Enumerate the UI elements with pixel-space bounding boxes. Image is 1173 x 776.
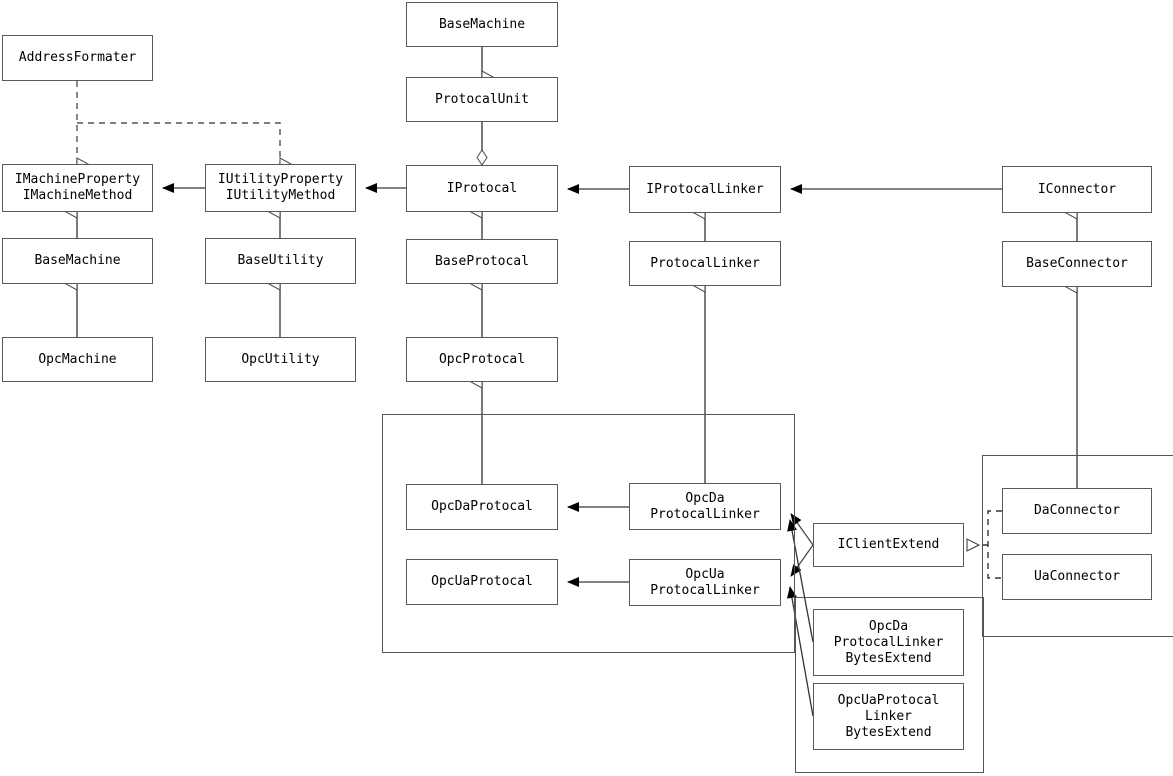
class-label: IConnector (1037, 181, 1117, 197)
class-label: OpcUaProtocal Linker BytesExtend (837, 692, 940, 740)
class-label: UaConnector (1033, 569, 1121, 584)
class-opcda-protocal-linker[interactable]: OpcDa ProtocalLinker (629, 483, 781, 530)
class-label: ProtocalLinker (650, 255, 760, 271)
class-label: OpcUa ProtocalLinker (650, 566, 760, 598)
class-label: IClientExtend (837, 537, 940, 552)
group-connectors (982, 455, 1173, 637)
class-iconnector[interactable]: IConnector (1002, 166, 1152, 213)
class-opcda-protocal[interactable]: OpcDaProtocal (406, 484, 558, 530)
class-base-machine[interactable]: BaseMachine (2, 238, 153, 284)
class-opcda-protocal-linker-bytes-extend[interactable]: OpcDa ProtocalLinker BytesExtend (813, 609, 964, 676)
class-label: BaseMachine (34, 253, 121, 268)
class-protocal-linker[interactable]: ProtocalLinker (629, 241, 781, 286)
class-label: BaseProtocal (435, 253, 529, 269)
class-label: IUtilityProperty IUtilityMethod (217, 172, 344, 203)
class-opc-utility[interactable]: OpcUtility (205, 337, 356, 382)
class-label: IMachineProperty IMachineMethod (14, 172, 141, 203)
edge-addressformater-iutility (77, 122, 280, 164)
class-label: OpcDa ProtocalLinker BytesExtend (833, 618, 944, 666)
class-opcua-protocal-linker-bytes-extend[interactable]: OpcUaProtocal Linker BytesExtend (813, 683, 964, 750)
class-base-connector[interactable]: BaseConnector (1002, 241, 1152, 287)
group-protocal-impl (382, 414, 795, 653)
class-label: IProtocalLinker (646, 181, 764, 197)
class-iutility-property-method[interactable]: IUtilityProperty IUtilityMethod (205, 164, 356, 212)
class-opcua-protocal-linker[interactable]: OpcUa ProtocalLinker (629, 559, 781, 606)
class-imachine-property-method[interactable]: IMachineProperty IMachineMethod (2, 164, 153, 212)
class-label: OpcUtility (241, 351, 320, 367)
class-opc-machine[interactable]: OpcMachine (2, 337, 153, 382)
class-label: OpcDa ProtocalLinker (650, 490, 760, 522)
class-opc-protocal[interactable]: OpcProtocal (406, 337, 558, 382)
class-iprotocal-linker[interactable]: IProtocalLinker (629, 166, 781, 213)
class-iprotocal[interactable]: IProtocal (406, 165, 558, 212)
class-label: BaseConnector (1026, 256, 1128, 271)
class-label: OpcDaProtocal (431, 499, 533, 514)
class-label: BaseMachine (438, 16, 526, 32)
class-base-machine-top[interactable]: BaseMachine (406, 2, 558, 47)
class-label: OpcProtocal (438, 351, 526, 367)
class-label: ProtocalUnit (435, 91, 529, 107)
class-label: IProtocal (446, 180, 518, 196)
class-iclient-extend[interactable]: IClientExtend (813, 523, 964, 567)
class-da-connector[interactable]: DaConnector (1002, 488, 1152, 534)
class-base-protocal[interactable]: BaseProtocal (406, 239, 558, 284)
class-label: DaConnector (1033, 503, 1121, 518)
class-address-formater[interactable]: AddressFormater (2, 35, 153, 81)
class-opcua-protocal[interactable]: OpcUaProtocal (406, 559, 558, 605)
class-protocal-unit[interactable]: ProtocalUnit (406, 77, 558, 122)
class-base-utility[interactable]: BaseUtility (205, 238, 356, 284)
class-label: BaseUtility (237, 253, 324, 268)
class-label: AddressFormater (18, 50, 137, 65)
class-ua-connector[interactable]: UaConnector (1002, 554, 1152, 600)
class-label: OpcUaProtocal (431, 574, 533, 589)
class-label: OpcMachine (38, 351, 117, 367)
